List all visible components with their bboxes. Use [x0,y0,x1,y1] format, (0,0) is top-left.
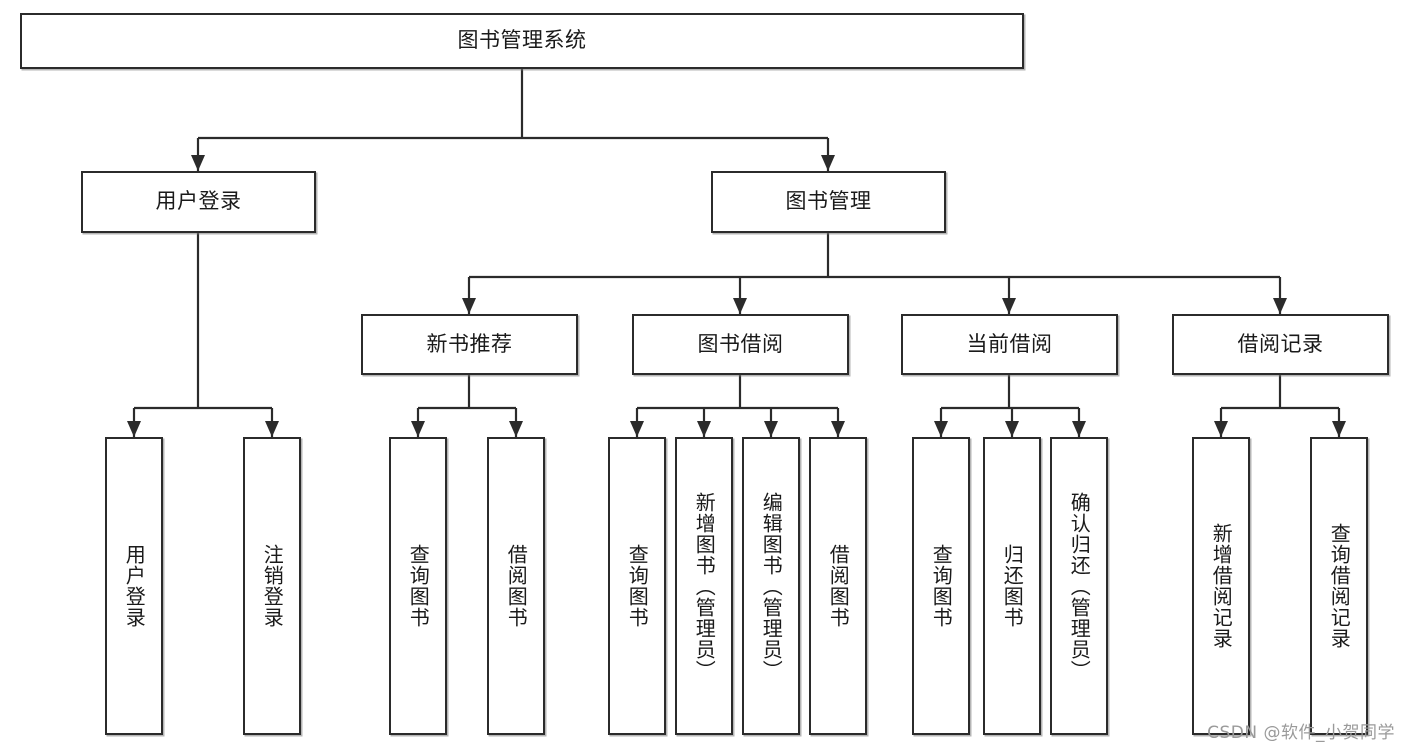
arrowhead-book_manage_to_level3-3 [1273,298,1287,314]
arrowhead-borrow_record_to_leaves-1 [1332,421,1346,437]
arrowhead-new_book_rec_to_leaves-1 [509,421,523,437]
node-leaf-user-login-label: 用户登录 [122,544,147,628]
node-new-book-rec-label: 新书推荐 [426,331,513,356]
arrowhead-current_borrow_to_leaves-1 [1005,421,1019,437]
node-leaf-add-book[interactable]: 新增图书（管理员） [675,437,733,735]
node-new-book-rec[interactable]: 新书推荐 [361,314,578,375]
node-current-borrow[interactable]: 当前借阅 [901,314,1118,375]
node-user-login-label: 用户登录 [155,189,242,214]
arrowhead-user_login_to_leaves-1 [265,421,279,437]
node-leaf-confirm-return-label: 确认归还（管理员） [1067,491,1092,681]
node-user-login[interactable]: 用户登录 [81,171,316,233]
node-leaf-query-book-cur-label: 查询图书 [929,544,954,628]
node-leaf-return-book-label: 归还图书 [1000,544,1025,628]
node-leaf-query-book-cur[interactable]: 查询图书 [912,437,970,735]
node-book-borrow[interactable]: 图书借阅 [632,314,849,375]
node-leaf-borrow-book-rec[interactable]: 借阅图书 [487,437,545,735]
node-leaf-borrow-book-brw-label: 借阅图书 [826,544,851,628]
arrowhead-book_borrow_to_leaves-3 [831,421,845,437]
arrowhead-current_borrow_to_leaves-2 [1072,421,1086,437]
node-book-manage[interactable]: 图书管理 [711,171,946,233]
node-leaf-add-record-label: 新增借阅记录 [1209,523,1234,649]
arrowhead-current_borrow_to_leaves-0 [934,421,948,437]
arrowhead-book_manage_to_level3-2 [1002,298,1016,314]
arrowhead-root_to_level2-1 [821,155,835,171]
arrowhead-book_manage_to_level3-0 [462,298,476,314]
arrowhead-book_borrow_to_leaves-0 [630,421,644,437]
arrowhead-root_to_level2-0 [191,155,205,171]
node-leaf-query-book-brw[interactable]: 查询图书 [608,437,666,735]
node-leaf-add-book-label: 新增图书（管理员） [692,491,717,681]
arrowhead-new_book_rec_to_leaves-0 [411,421,425,437]
node-leaf-borrow-book-rec-label: 借阅图书 [504,544,529,628]
node-leaf-logout[interactable]: 注销登录 [243,437,301,735]
node-root-label: 图书管理系统 [457,28,587,53]
node-leaf-query-book-rec[interactable]: 查询图书 [389,437,447,735]
node-leaf-query-record[interactable]: 查询借阅记录 [1310,437,1368,735]
node-root[interactable]: 图书管理系统 [20,13,1024,69]
arrowhead-book_borrow_to_leaves-2 [764,421,778,437]
arrowhead-borrow_record_to_leaves-0 [1214,421,1228,437]
node-leaf-user-login[interactable]: 用户登录 [105,437,163,735]
node-leaf-borrow-book-brw[interactable]: 借阅图书 [809,437,867,735]
node-leaf-add-record[interactable]: 新增借阅记录 [1192,437,1250,735]
arrowhead-user_login_to_leaves-0 [127,421,141,437]
node-leaf-query-record-label: 查询借阅记录 [1327,523,1352,649]
node-leaf-edit-book[interactable]: 编辑图书（管理员） [742,437,800,735]
node-leaf-logout-label: 注销登录 [260,544,285,628]
arrowhead-book_manage_to_level3-1 [733,298,747,314]
node-book-manage-label: 图书管理 [785,189,872,214]
node-leaf-confirm-return[interactable]: 确认归还（管理员） [1050,437,1108,735]
node-leaf-query-book-brw-label: 查询图书 [625,544,650,628]
node-borrow-record-label: 借阅记录 [1237,331,1324,356]
node-book-borrow-label: 图书借阅 [697,331,784,356]
node-borrow-record[interactable]: 借阅记录 [1172,314,1389,375]
watermark-text: CSDN @软件_小贺同学 [1207,723,1395,743]
arrowhead-book_borrow_to_leaves-1 [697,421,711,437]
node-current-borrow-label: 当前借阅 [966,331,1053,356]
node-leaf-edit-book-label: 编辑图书（管理员） [759,491,784,681]
node-leaf-return-book[interactable]: 归还图书 [983,437,1041,735]
node-leaf-query-book-rec-label: 查询图书 [406,544,431,628]
